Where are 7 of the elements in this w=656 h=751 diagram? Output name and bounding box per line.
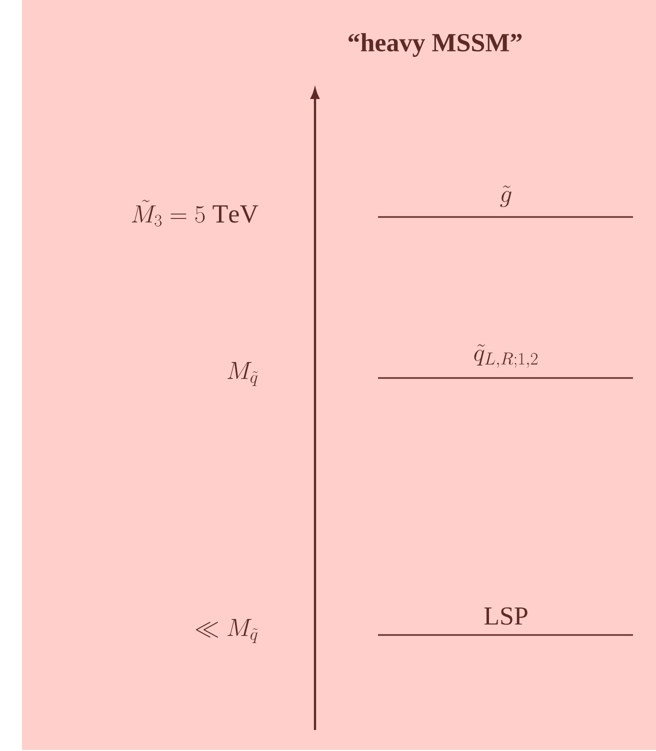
level-label: $\tilde{M}_3 = 5~\mathrm{TeV}$ (132, 200, 258, 226)
level-label: $\ll M_{\tilde{q}}$ (196, 618, 258, 644)
level-label: $M_{\tilde{q}}$ (228, 362, 258, 386)
energy-level: $\mathrm{LSP}$ (378, 607, 633, 636)
energy-level: $\tilde{g}$ (378, 186, 633, 218)
energy-level: $\tilde{q}_{L,R;1,2}$ (378, 344, 633, 379)
title: “heavy MSSM” (348, 33, 522, 57)
